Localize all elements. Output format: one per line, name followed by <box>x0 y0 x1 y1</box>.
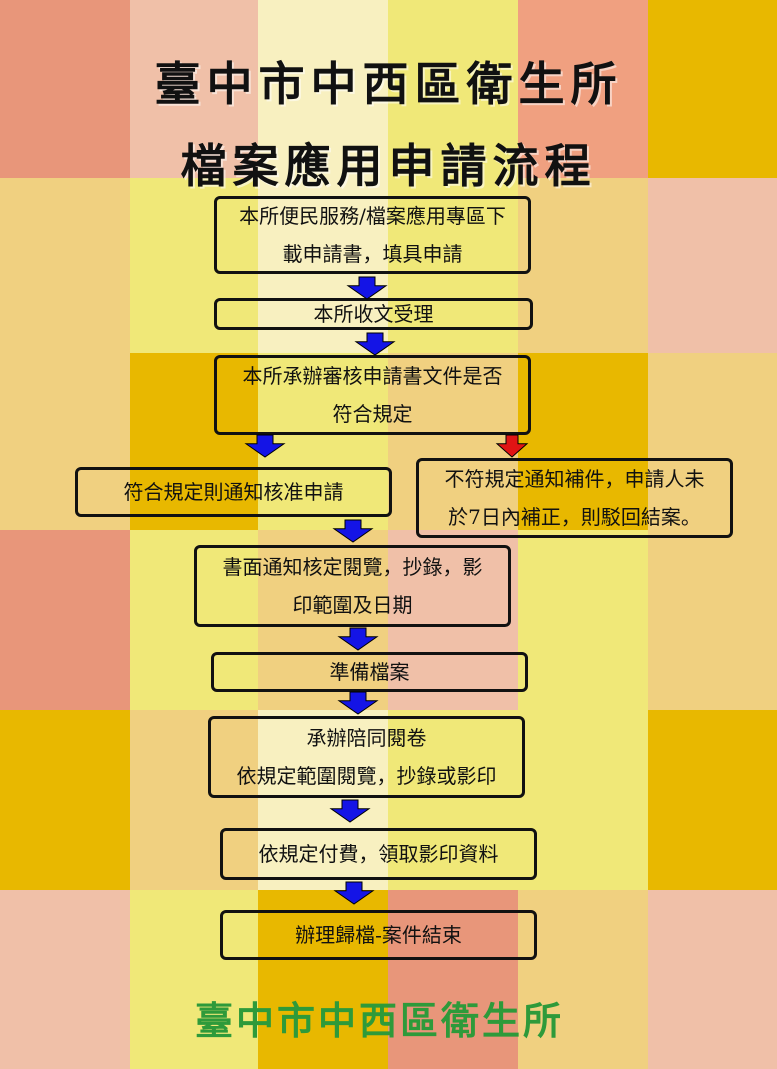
mosaic-tile <box>258 178 388 353</box>
mosaic-tile <box>0 710 130 890</box>
step-receive-document: 本所收文受理 <box>214 298 533 330</box>
mosaic-tile <box>648 353 777 530</box>
mosaic-tile <box>518 0 648 178</box>
mosaic-tile <box>130 710 258 890</box>
page-title: 臺中市中西區衛生所 <box>154 57 623 111</box>
mosaic-tile <box>518 710 648 890</box>
mosaic-tile <box>518 530 648 710</box>
mosaic-tile <box>258 530 388 710</box>
step-reject-supplement: 不符規定通知補件，申請人未於7日內補正，則駁回結案。 <box>416 458 733 538</box>
step-text: 載申請書，填具申請 <box>282 242 463 266</box>
step-text: 印範圍及日期 <box>292 593 413 617</box>
step-text: 書面通知核定閱覽，抄錄，影 <box>222 555 483 579</box>
mosaic-tile <box>130 890 258 1069</box>
mosaic-tile <box>388 890 518 1069</box>
step-text: 於7日內補正，則駁回結案。 <box>448 505 701 529</box>
step-text: 準備檔案 <box>329 660 410 684</box>
step-written-notice: 書面通知核定閱覽，抄錄，影印範圍及日期 <box>194 545 511 627</box>
page-subtitle: 檔案應用申請流程 <box>180 139 597 193</box>
mosaic-tile <box>388 710 518 890</box>
mosaic-tile <box>648 178 777 353</box>
mosaic-tile <box>0 890 130 1069</box>
mosaic-tile <box>0 530 130 710</box>
step-text: 依規定範圍閱覽，抄錄或影印 <box>236 764 497 788</box>
step-text: 符合規定則通知核准申請 <box>123 480 344 504</box>
step-text: 本所承辦審核申請書文件是否 <box>242 364 503 388</box>
mosaic-tile <box>258 890 388 1069</box>
step-pay-fees: 依規定付費，領取影印資料 <box>220 828 537 880</box>
step-text: 本所便民服務/檔案應用專區下 <box>239 204 506 228</box>
step-text: 本所收文受理 <box>313 302 434 326</box>
mosaic-tile <box>648 0 777 178</box>
mosaic-tile <box>388 0 518 178</box>
step-text: 承辦陪同閱卷 <box>306 726 427 750</box>
mosaic-tile <box>388 530 518 710</box>
mosaic-tile <box>130 0 258 178</box>
mosaic-tile <box>388 178 518 353</box>
mosaic-tile <box>648 890 777 1069</box>
mosaic-tile <box>648 710 777 890</box>
mosaic-tile <box>518 178 648 353</box>
mosaic-tile <box>130 178 258 353</box>
step-prepare-files: 準備檔案 <box>211 652 528 692</box>
mosaic-tile <box>0 353 130 530</box>
mosaic-tile <box>518 353 648 530</box>
step-accompanied-review: 承辦陪同閱卷依規定範圍閱覽，抄錄或影印 <box>208 716 525 798</box>
mosaic-tile <box>0 178 130 353</box>
step-approve-notify: 符合規定則通知核准申請 <box>75 467 392 517</box>
footer-organization: 臺中市中西區衛生所 <box>195 999 565 1043</box>
step-text: 依規定付費，領取影印資料 <box>258 842 499 866</box>
step-text: 辦理歸檔-案件結束 <box>295 923 462 947</box>
mosaic-tile <box>0 0 130 178</box>
step-text: 不符規定通知補件，申請人未 <box>444 467 705 491</box>
step-text: 符合規定 <box>332 402 413 426</box>
mosaic-tile <box>258 0 388 178</box>
mosaic-tile <box>518 890 648 1069</box>
step-archive-close: 辦理歸檔-案件結束 <box>220 910 537 960</box>
mosaic-tile <box>648 530 777 710</box>
step-review-application: 本所承辦審核申請書文件是否符合規定 <box>214 355 531 435</box>
mosaic-tile <box>130 353 258 530</box>
step-download-application: 本所便民服務/檔案應用專區下載申請書，填具申請 <box>214 196 531 274</box>
